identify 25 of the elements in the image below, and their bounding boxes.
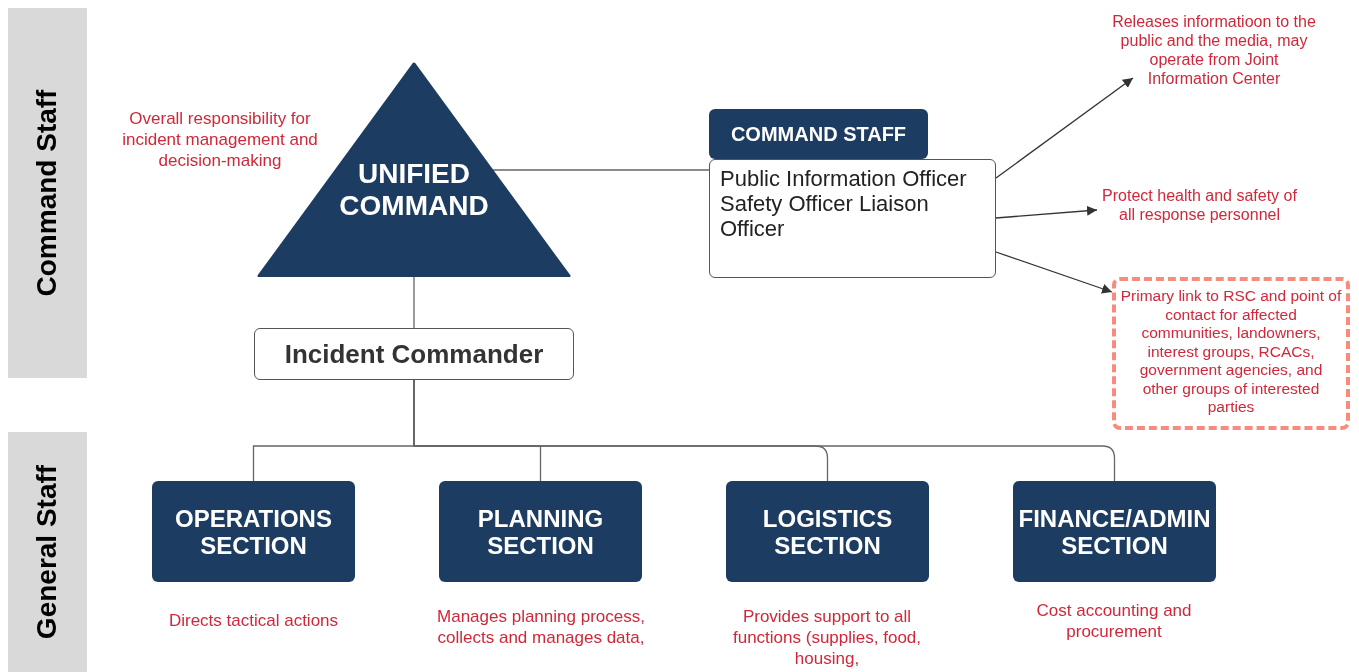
description-text: Cost accounting and procurement (1035, 600, 1193, 642)
section-box: OPERATIONS SECTION (152, 481, 355, 582)
side-band (8, 432, 87, 672)
description-text: Overall responsibility for incident management and decision-making (121, 108, 319, 171)
description-text: Directs tactical actions (167, 610, 340, 631)
section-box: FINANCE/ADMIN SECTION (1013, 481, 1216, 582)
band-label: General Staff (30, 464, 64, 640)
band-label: Command Staff (30, 89, 64, 297)
commander-box: Incident Commander (254, 328, 574, 380)
note-text: Releases informatioon to the public and the media, may operate from Joint Information Center (1108, 12, 1320, 88)
section-box: PLANNING SECTION (439, 481, 642, 582)
section-box: LOGISTICS SECTION (726, 481, 929, 582)
triangle-label: UNIFIED COMMAND (338, 158, 490, 222)
note-text: Protect health and safety of all response personnel (1097, 186, 1302, 224)
staff-box: Public Information Officer Safety Officer Liaison Officer (709, 159, 996, 278)
description-text: Manages planning process, collects and manages data, (436, 606, 646, 648)
arrow (995, 205, 1098, 219)
arrow (995, 251, 1113, 294)
connector-line (413, 276, 415, 329)
description-text: Provides support to all functions (supplies, food, housing, (731, 606, 923, 669)
dashed-note-box: Primary link to RSC and point of contact for affected communities, landowners, interest groups, RCACs, government agencies, and other groups of interested parties (1112, 277, 1350, 430)
header-box: COMMAND STAFF (709, 109, 928, 159)
side-band (8, 8, 87, 378)
connector-line (492, 169, 710, 171)
arrow (995, 77, 1134, 179)
